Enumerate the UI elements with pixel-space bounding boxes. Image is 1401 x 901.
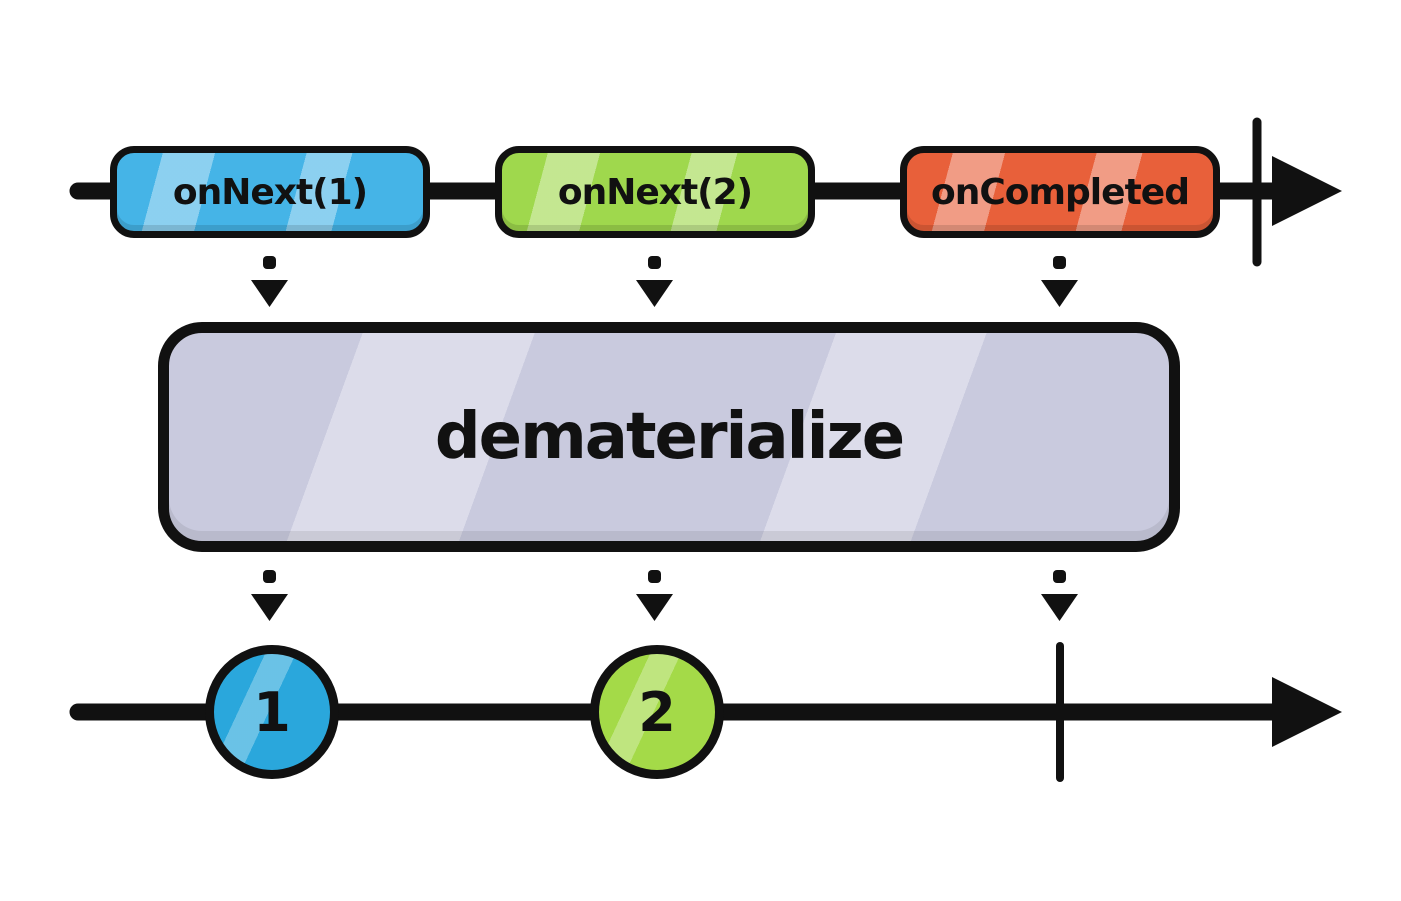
notification-box-onnext-1: onNext(1) [110, 146, 430, 238]
arrow-out-of-operator-3 [1041, 570, 1078, 621]
marble-label: 1 [253, 680, 291, 744]
arrow-down-icon [251, 594, 288, 621]
marble-label: 2 [638, 680, 676, 744]
arrow-down-icon [1041, 280, 1078, 307]
marble-1: 1 [205, 645, 339, 779]
arrow-down-icon [251, 280, 288, 307]
arrow-down-icon [1041, 594, 1078, 621]
notification-box-oncompleted: onCompleted [900, 146, 1220, 238]
arrow-down-icon [636, 280, 673, 307]
notification-label: onNext(1) [172, 171, 368, 213]
arrow-dot [648, 256, 661, 269]
operator-box: dematerialize [158, 322, 1180, 552]
notification-box-onnext-2: onNext(2) [495, 146, 815, 238]
arrow-into-operator-1 [251, 256, 288, 307]
arrow-into-operator-2 [636, 256, 673, 307]
notification-label: onCompleted [931, 171, 1190, 213]
arrow-dot [1053, 256, 1066, 269]
arrow-down-icon [636, 594, 673, 621]
source-timeline-arrowhead-icon [1272, 156, 1342, 226]
marble-2: 2 [590, 645, 724, 779]
operator-label: dematerialize [434, 400, 905, 474]
arrow-dot [263, 256, 276, 269]
arrow-out-of-operator-1 [251, 570, 288, 621]
notification-label: onNext(2) [557, 171, 753, 213]
arrow-out-of-operator-2 [636, 570, 673, 621]
arrow-dot [648, 570, 661, 583]
arrow-into-operator-3 [1041, 256, 1078, 307]
arrow-dot [263, 570, 276, 583]
arrow-dot [1053, 570, 1066, 583]
output-timeline-arrowhead-icon [1272, 677, 1342, 747]
